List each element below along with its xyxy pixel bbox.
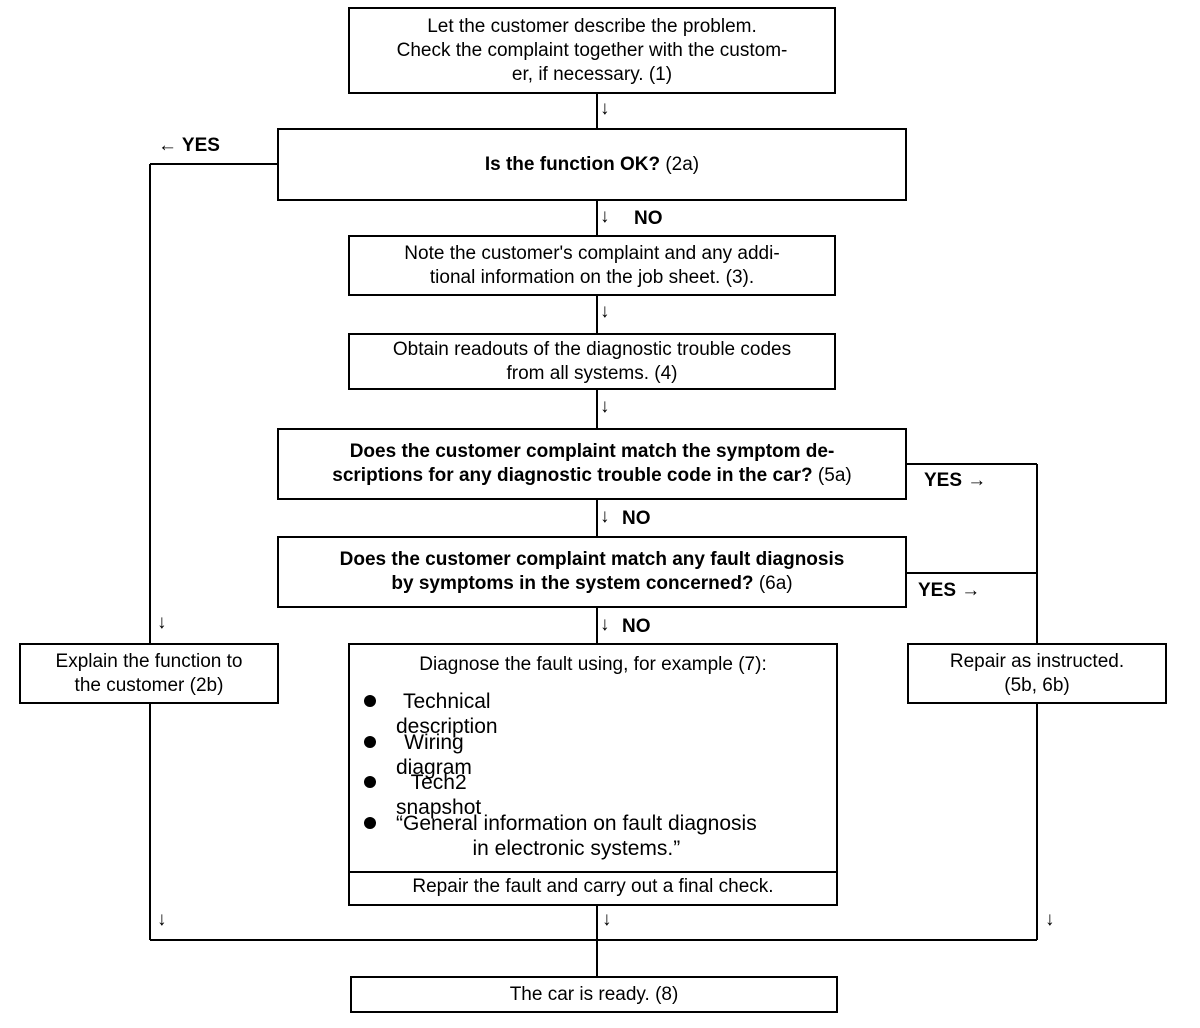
step-2b-explain-function: Explain the function to the customer (2b… xyxy=(19,643,279,704)
step-5a-line-1: Does the customer complaint match the sy… xyxy=(349,441,835,462)
step-2b-line-2: the customer (2b) xyxy=(74,674,224,696)
step-5b-line-1: Repair as instructed. xyxy=(949,650,1125,672)
arrow-down-5: ↓ xyxy=(600,506,610,527)
bullet-icon xyxy=(364,695,376,707)
step-2a-function-ok: Is the function OK? (2a) xyxy=(277,128,907,201)
step-4-line-1: Obtain readouts of the diagnostic troubl… xyxy=(392,338,792,360)
step-2a-question: Is the function OK? xyxy=(484,153,661,175)
arrow-down-3: ↓ xyxy=(600,301,610,322)
step-5b-repair-as-instructed: Repair as instructed. (5b, 6b) xyxy=(907,643,1167,704)
arrow-down-1: ↓ xyxy=(600,98,610,119)
tool-item-wiring-diagram: Wiring diagram xyxy=(364,730,472,780)
yes-right-label-1: YES → xyxy=(924,470,987,491)
no-label-3: NO xyxy=(622,616,651,637)
step-3-note-complaint: Note the customer's complaint and any ad… xyxy=(348,235,836,296)
step-1-line-1: Let the customer describe the problem. xyxy=(427,15,757,37)
arrow-down-left-2: ↓ xyxy=(157,909,167,930)
arrow-down-2: ↓ xyxy=(600,206,610,227)
step-5a-ref: (5a) xyxy=(812,465,852,486)
arrow-down-center: ↓ xyxy=(602,909,612,930)
step-1-line-3: er, if necessary. (1) xyxy=(511,63,673,85)
yes-right-label-2: YES → xyxy=(918,580,981,601)
step-4-line-2: from all systems. (4) xyxy=(506,362,678,384)
step-1-line-2: Check the complaint together with the cu… xyxy=(396,39,788,61)
step-8-car-ready: The car is ready. (8) xyxy=(350,976,838,1013)
bullet-icon xyxy=(364,776,376,788)
step-5b-line-2: (5b, 6b) xyxy=(1004,674,1070,696)
bullet-icon xyxy=(364,736,376,748)
arrow-down-right: ↓ xyxy=(1045,909,1055,930)
step-7-repair-final-check: Repair the fault and carry out a final c… xyxy=(412,876,774,897)
tool-item-technical-description: Technical description xyxy=(364,689,498,739)
no-label-1: NO xyxy=(634,208,663,229)
step-6a-line-1: Does the customer complaint match any fa… xyxy=(339,549,845,570)
step-5a-match-trouble-code: Does the customer complaint match the sy… xyxy=(277,428,907,500)
step-4-readouts: Obtain readouts of the diagnostic troubl… xyxy=(348,333,836,390)
step-8-text: The car is ready. (8) xyxy=(509,983,679,1005)
bullet-icon xyxy=(364,817,376,829)
step-3-line-1: Note the customer's complaint and any ad… xyxy=(404,242,780,264)
step-1-describe-problem: Let the customer describe the problem. C… xyxy=(348,7,836,94)
step-6a-line-2: by symptoms in the system concerned? xyxy=(391,573,754,594)
tool-item-general-information: “General information on fault diagnosis … xyxy=(364,811,757,861)
step-6a-match-symptoms: Does the customer complaint match any fa… xyxy=(277,536,907,608)
step-7-intro: Diagnose the fault using, for example (7… xyxy=(419,654,767,675)
step-2b-line-1: Explain the function to xyxy=(55,650,243,672)
no-label-2: NO xyxy=(622,508,651,529)
step-6a-ref: (6a) xyxy=(753,573,793,594)
arrow-down-4: ↓ xyxy=(600,396,610,417)
arrow-down-6: ↓ xyxy=(600,614,610,635)
step-7-diagnose-fault: Diagnose the fault using, for example (7… xyxy=(348,643,838,906)
step-3-line-2: tional information on the job sheet. (3)… xyxy=(429,266,755,288)
step-2a-ref: (2a) xyxy=(660,153,700,175)
step-5a-line-2: scriptions for any diagnostic trouble co… xyxy=(332,465,813,486)
arrow-down-left-1: ↓ xyxy=(157,612,167,633)
yes-left-label: ← YES xyxy=(158,135,220,156)
step-7-repair-divider xyxy=(350,871,836,873)
tool-item-tech2-snapshot: Tech2 snapshot xyxy=(364,770,481,820)
